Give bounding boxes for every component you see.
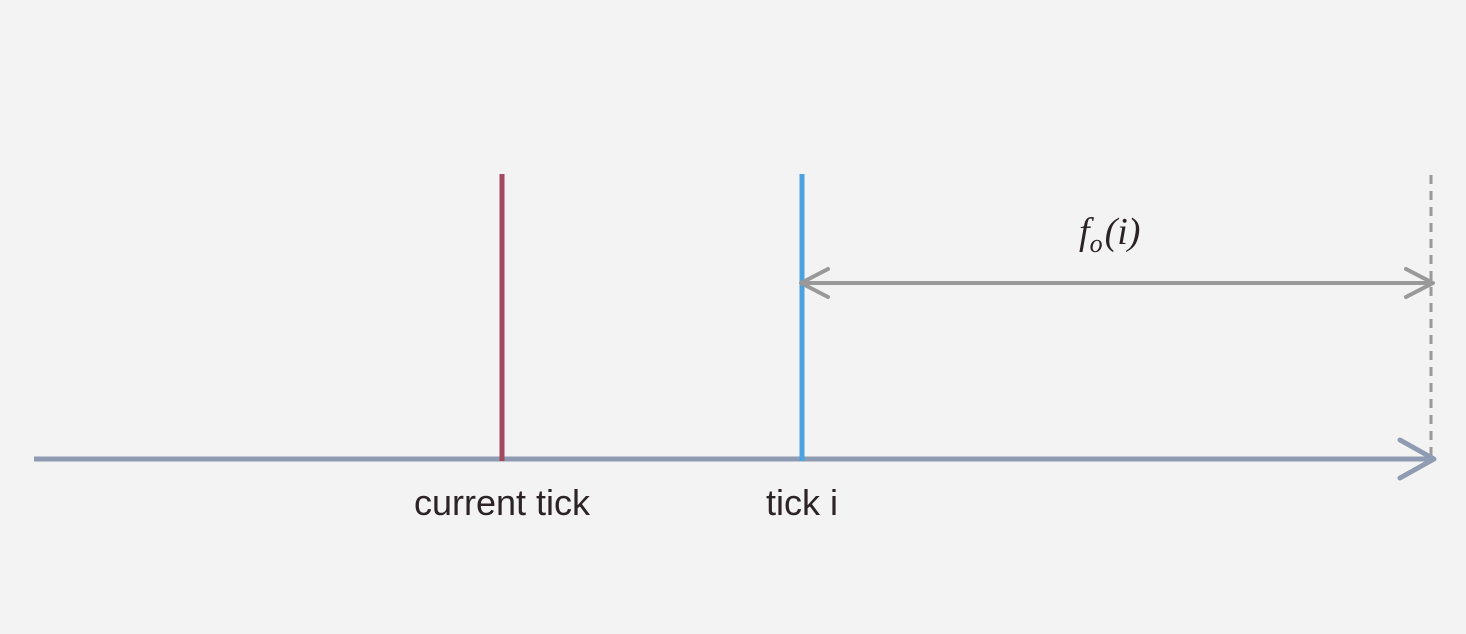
current-tick-label: current tick (414, 482, 591, 523)
distance-arrow-left-head-icon (799, 267, 830, 299)
distance-arrow-right-head-icon (1404, 267, 1435, 299)
timeline-arrowhead-icon (1397, 437, 1437, 481)
distance-function-subscript: o (1090, 229, 1103, 258)
tick-i-label: tick i (766, 482, 838, 523)
distance-arrow (799, 267, 1435, 299)
distance-function-label: fo(i) (1079, 211, 1140, 258)
distance-function-argument: (i) (1105, 211, 1141, 253)
timeline-axis (34, 437, 1437, 481)
